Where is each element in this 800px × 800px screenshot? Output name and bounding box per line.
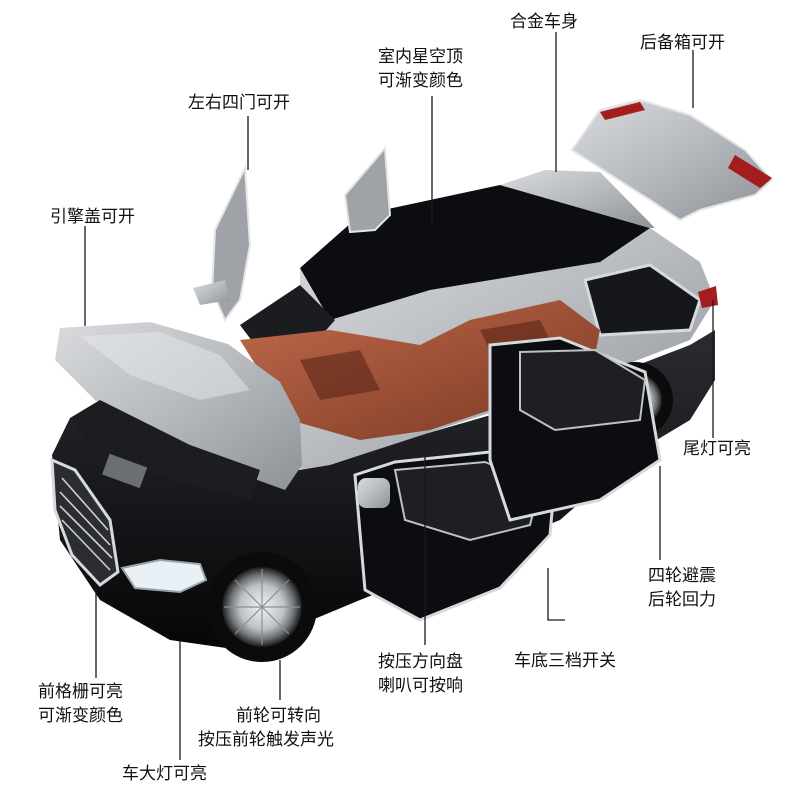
leader-lines [84,32,714,760]
seat-detail [300,320,560,400]
rear-door-window [519,348,647,432]
roof-rear-cap [500,170,655,228]
front-grille [50,457,120,587]
trunk-tail-lights [600,102,772,188]
engine-cover [102,453,148,489]
label-horn: 按压方向盘 喇叭可按响 [378,652,463,696]
left-mirror [193,280,230,305]
label-tail-light: 尾灯可亮 [683,439,751,459]
label-trunk-open: 后备箱可开 [640,33,725,53]
label-suspension: 四轮避震 后轮回力 [648,566,716,610]
label-starry-roof: 室内星空顶 可渐变颜色 [378,47,463,91]
headlight [120,558,208,594]
label-hood-open: 引擎盖可开 [50,207,135,227]
left-door-rear [343,145,392,234]
front-wheel-spokes [224,569,300,645]
label-four-doors: 左右四门可开 [188,93,290,113]
grille-bars [59,477,113,571]
label-alloy-body: 合金车身 [510,12,578,32]
label-headlight: 车大灯可亮 [122,764,207,784]
engine-bay [70,400,260,500]
label-front-steer: 前轮可转向 按压前轮触发声光 [198,706,334,750]
side-window-rear [583,263,702,337]
open-trunk-lid [570,98,774,222]
hood-highlight [80,332,250,400]
side-mirror [358,478,390,508]
label-grille: 前格栅可亮 可渐变颜色 [38,682,123,726]
label-chassis-switch: 车底三档开关 [514,651,616,671]
